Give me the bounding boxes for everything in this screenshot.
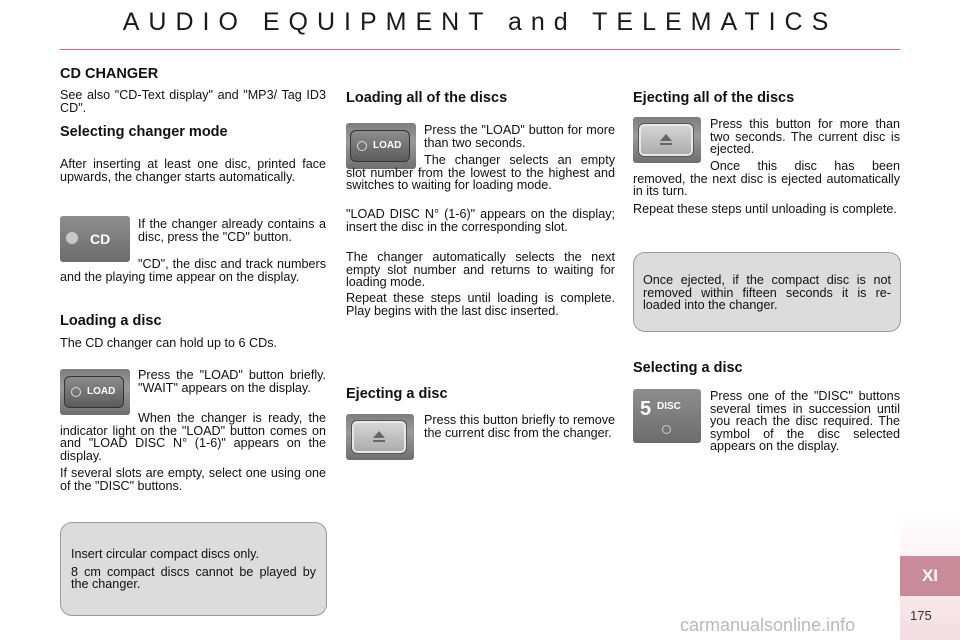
load-button-image-2: LOAD xyxy=(346,123,416,169)
selecting-disc-heading: Selecting a disc xyxy=(633,360,743,376)
press-load-text: Press the "LOAD" button briefly. "WAIT" … xyxy=(138,368,326,395)
disc-number: 5 xyxy=(640,398,652,420)
hold-up-text: The CD changer can hold up to 6 CDs. xyxy=(60,336,278,350)
load-button-shape: LOAD xyxy=(64,376,124,408)
watermark: carmanualsonline.info xyxy=(680,615,856,635)
press-load-more-text: Press the "LOAD" button for more than tw… xyxy=(424,123,615,150)
press-more-text: Press this button for more than two seco… xyxy=(710,117,900,156)
load-disc-appears-text: "LOAD DISC N° (1-6)" appears on the disp… xyxy=(346,207,615,234)
disc-indicator-icon xyxy=(662,425,671,434)
loading-heading: Loading a disc xyxy=(60,313,162,329)
insert-note-box: Insert circular compact discs only. 8 cm… xyxy=(60,522,327,616)
page-number: 175 xyxy=(910,608,932,623)
load-button-shape-2: LOAD xyxy=(350,130,410,162)
note-line2: 8 cm compact discs cannot be played by t… xyxy=(71,564,316,591)
when-ready-text: When the changer is ready, the indicator… xyxy=(60,411,326,463)
section-tab: XI xyxy=(900,556,960,596)
cd-changer-heading: CD CHANGER xyxy=(60,66,159,82)
ejecting-heading: Ejecting a disc xyxy=(346,386,448,402)
if-changer-text: If the changer already contains a disc, … xyxy=(138,217,326,244)
eject-icon xyxy=(373,431,385,442)
press-disc-text: Press one of the "DISC" buttons several … xyxy=(710,389,900,453)
eject-button-image-2 xyxy=(633,117,701,163)
after-inserting-text: After inserting at least one disc, print… xyxy=(60,157,326,184)
once-removed-text: Once this disc has been removed, the nex… xyxy=(633,159,900,198)
repeat-loading-text: Repeat these steps until loading is comp… xyxy=(346,291,615,318)
ejected-note-box: Once ejected, if the compact disc is not… xyxy=(633,252,901,332)
selecting-mode-heading: Selecting changer mode xyxy=(60,124,228,140)
indicator-light-icon-2 xyxy=(357,141,367,151)
repeat-unloading-text: Repeat these steps until unloading is co… xyxy=(633,202,897,216)
indicator-icon xyxy=(66,232,78,244)
eject-button-image xyxy=(346,414,414,460)
load-button-label-2: LOAD xyxy=(373,140,402,151)
cd-display-text: "CD", the disc and track numbers and the… xyxy=(60,257,326,284)
press-briefly-text: Press this button briefly to remove the … xyxy=(424,413,615,440)
eject-button-shape xyxy=(351,420,407,454)
see-also-text: See also "CD-Text display" and "MP3/ Tag… xyxy=(60,88,326,115)
section-band xyxy=(900,0,960,640)
cd-button-label: CD xyxy=(90,231,111,247)
loading-all-heading: Loading all of the discs xyxy=(346,90,508,106)
page-header-title: AUDIO EQUIPMENT and TELEMATICS xyxy=(122,8,838,36)
eject-icon-2 xyxy=(660,134,672,145)
cd-button-image: CD xyxy=(60,216,130,262)
ejecting-all-heading: Ejecting all of the discs xyxy=(633,90,795,106)
note-line1: Insert circular compact discs only. xyxy=(71,547,260,561)
changer-selects-text: The changer selects an empty slot number… xyxy=(346,153,615,192)
ejected-note-text: Once ejected, if the compact disc is not… xyxy=(643,273,891,312)
indicator-light-icon xyxy=(71,387,81,397)
header-rule xyxy=(60,49,900,50)
load-button-label: LOAD xyxy=(87,386,116,397)
disc-button-image: 5 DISC xyxy=(633,389,701,443)
eject-button-shape-2 xyxy=(638,123,694,157)
several-slots-text: If several slots are empty, select one u… xyxy=(60,466,326,493)
automatically-selects-text: The changer automatically selects the ne… xyxy=(346,250,615,289)
disc-label: DISC xyxy=(657,401,681,412)
load-button-image: LOAD xyxy=(60,369,130,415)
